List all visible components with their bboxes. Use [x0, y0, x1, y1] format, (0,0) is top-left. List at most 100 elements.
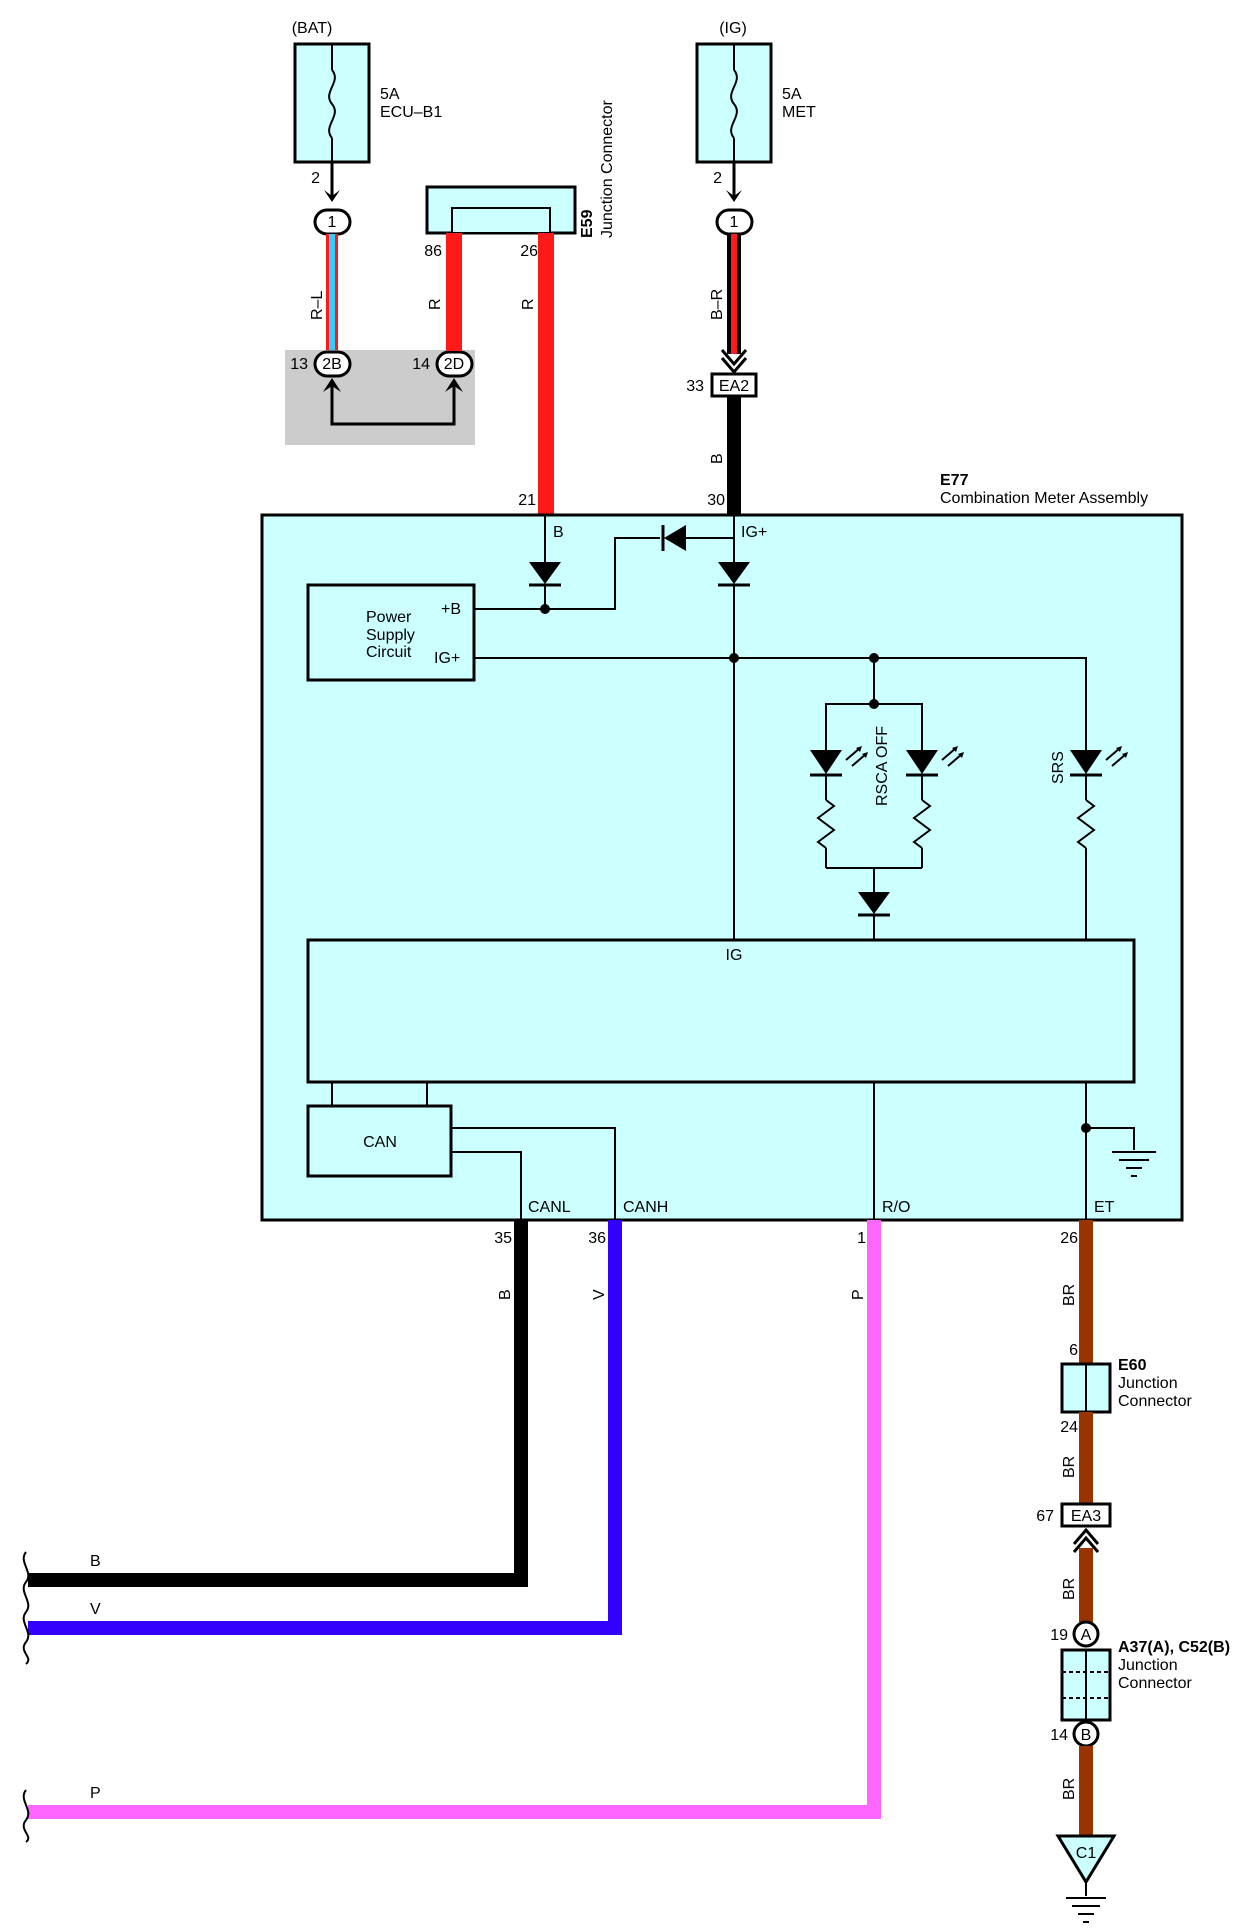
fuse-ecu-b1-icon	[328, 69, 336, 139]
connector-2d[interactable]	[435, 350, 474, 378]
ground-icon	[1066, 1897, 1106, 1923]
ground-c1-icon	[1055, 1834, 1117, 1885]
can-label: CAN	[363, 1134, 397, 1151]
resistor-icon	[1076, 799, 1096, 849]
connector-ea2-pin: 33	[686, 378, 704, 395]
wire-br-et[interactable]	[1079, 1220, 1093, 1364]
ground-c1-label: C1	[1076, 1845, 1097, 1862]
led-rsca-2-icon[interactable]	[906, 750, 938, 774]
shorting-wire	[330, 386, 456, 426]
meter-canl-label: CANL	[528, 1199, 571, 1216]
wire-b-canl[interactable]	[28, 1220, 528, 1587]
meter-et-label: ET	[1094, 1199, 1115, 1216]
junction-a37-label: Junction	[1118, 1657, 1178, 1674]
connector-ea3-label: EA3	[1071, 1508, 1101, 1525]
wire-r-26[interactable]	[538, 233, 554, 515]
junction-a37-pin-a-marker	[1072, 1620, 1100, 1648]
power-supply-word-2: Supply	[366, 627, 415, 644]
resistor-icon	[816, 799, 836, 849]
meter-b-label: B	[553, 524, 564, 541]
wire-br-e60-label: BR	[1061, 1456, 1078, 1478]
pin-35: 35	[494, 1230, 512, 1247]
wire-b-r-label: B–R	[709, 289, 726, 320]
connector-2b[interactable]	[313, 350, 352, 378]
fuse-ecu-b1-rating: 5A	[380, 86, 400, 103]
power-supply-word-1: Power	[366, 609, 412, 626]
wire-b-ea2[interactable]	[727, 396, 741, 515]
wire-b-canl-label: B	[497, 1289, 514, 1300]
connector-ea3[interactable]	[1060, 1502, 1112, 1528]
meter-ig-plus-label: IG+	[741, 524, 767, 541]
wire-br-ground[interactable]	[1079, 1746, 1093, 1836]
junction-e60-id: E60	[1118, 1357, 1147, 1374]
wire-br-e60[interactable]	[1079, 1412, 1093, 1512]
fuse-ecu-b1-name: ECU–B1	[380, 104, 442, 121]
wire-p-ro-label: P	[850, 1289, 867, 1300]
wire-b-ea2-label: B	[709, 453, 726, 464]
junction-a37-pin-a: 19	[1050, 1627, 1068, 1644]
wire-break-icon	[22, 1551, 30, 1665]
wire-r-26-label: R	[520, 298, 537, 310]
junction-e60-label-2: Connector	[1118, 1393, 1192, 1410]
led-srs-icon[interactable]	[1070, 750, 1102, 774]
diode-cross-icon	[664, 525, 686, 551]
meter-main-ic	[306, 938, 1136, 1084]
fuse-met-icon	[730, 69, 738, 139]
meter-pin-21: 21	[518, 492, 536, 509]
wire-br-et-label: BR	[1061, 1284, 1078, 1306]
junction-a37-pin-b: 14	[1050, 1727, 1068, 1744]
junction-e60-pin-bottom: 24	[1060, 1419, 1078, 1436]
meter-id: E77	[940, 472, 969, 489]
junction-e59-id: E59	[579, 209, 596, 238]
double-arrow-icon	[1072, 1527, 1100, 1553]
meter-name: Combination Meter Assembly	[940, 490, 1148, 507]
fuse-met-name: MET	[782, 104, 816, 121]
meter-pin-30: 30	[707, 492, 725, 509]
left-wire-v-label: V	[90, 1601, 101, 1618]
led-srs-label: SRS	[1050, 751, 1067, 784]
terminal-arrow-icon	[324, 190, 340, 202]
connector-1-bat-label: 1	[328, 214, 337, 231]
diode-rsca-icon	[858, 892, 890, 914]
connector-ea3-pin: 67	[1036, 1508, 1054, 1525]
connector-2d-label: 2D	[444, 356, 464, 373]
power-supply-circuit	[306, 583, 476, 682]
led-rsca-1-icon[interactable]	[810, 750, 842, 774]
power-supply-ig-label: IG+	[434, 650, 460, 667]
pin-36: 36	[588, 1230, 606, 1247]
junction-e59-pin-right: 26	[520, 243, 538, 260]
can-block	[306, 1104, 453, 1178]
left-wire-b-label: B	[90, 1553, 101, 1570]
wire-p-ro[interactable]	[28, 1220, 881, 1819]
double-arrow-icon	[720, 349, 748, 375]
fuse-met-rating: 5A	[782, 86, 802, 103]
connector-1-ig-label: 1	[730, 214, 739, 231]
junction-e60-label-full: Junction Connector	[1118, 1393, 1257, 1410]
terminal-arrow-icon	[323, 378, 341, 392]
junction-a37-id: A37(A), C52(B)	[1118, 1639, 1230, 1656]
meter-canh-label: CANH	[623, 1199, 668, 1216]
wire-br-ea3[interactable]	[1079, 1548, 1093, 1622]
connector-2d-pin: 14	[412, 356, 430, 373]
led-rsca-label: RSCA OFF	[874, 726, 891, 806]
wire-v-canh[interactable]	[28, 1220, 622, 1635]
wire-br-ea3-label: BR	[1061, 1578, 1078, 1600]
junction-e60-label: Junction	[1118, 1375, 1178, 1392]
junction-e59-pin-left: 86	[424, 243, 442, 260]
terminal-arrow-icon	[726, 190, 742, 202]
power-supply-b-label: +B	[441, 601, 461, 618]
connector-2b-pin: 13	[290, 356, 308, 373]
wire-r-86[interactable]	[446, 233, 462, 351]
wire-br-ground-label: BR	[1061, 1778, 1078, 1800]
terminal-arrow-icon	[445, 378, 463, 392]
pin-26-et: 26	[1060, 1230, 1078, 1247]
junction-a37-label-b: B	[1081, 1727, 1092, 1744]
diode-ig-icon	[718, 562, 750, 584]
meter-ro-label: R/O	[882, 1199, 910, 1216]
fuse-ecu-b1-pin: 2	[311, 170, 320, 187]
junction-e60-pin-top: 6	[1069, 1342, 1078, 1359]
ig-source-label: (IG)	[719, 20, 747, 37]
fuse-met-pin: 2	[713, 170, 722, 187]
power-supply-word-3: Circuit	[366, 644, 412, 661]
